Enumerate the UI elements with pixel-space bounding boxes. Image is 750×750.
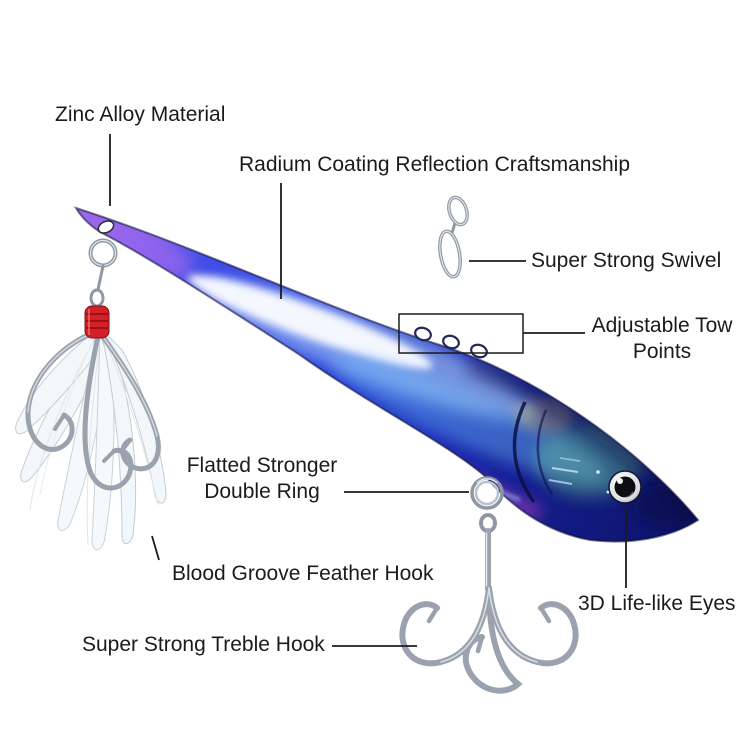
label-radium-coating: Radium Coating Reflection Craftsmanship [239,153,631,176]
label-zinc-alloy: Zinc Alloy Material [55,103,226,126]
label-double-ring: Flatted Stronger Double Ring [186,454,338,504]
label-tow-points: Adjustable Tow Points [591,314,733,364]
label-swivel: Super Strong Swivel [531,249,722,272]
tail-purple-sheen [76,208,193,280]
label-treble-hook: Super Strong Treble Hook [82,633,325,656]
front-treble-hook [25,329,161,491]
tow-point-holes [414,326,488,359]
hook-thread-wrap [84,305,110,339]
label-eyes: 3D Life-like Eyes [578,592,736,615]
tow-hole-2 [442,334,460,350]
feather-callout-line [151,535,160,561]
bottom-split-ring [470,476,504,510]
barrel-swivel [438,195,469,279]
tail-hole [97,220,115,234]
tail-split-ring [88,238,118,308]
callout-lines [109,134,627,647]
tow-hole-1 [414,326,432,342]
fish-eye [608,470,642,504]
body-outline [73,206,700,543]
gill-lines [512,401,610,504]
label-feather-hook: Blood Groove Feather Hook [172,562,434,585]
bottom-treble-hook [399,513,579,694]
